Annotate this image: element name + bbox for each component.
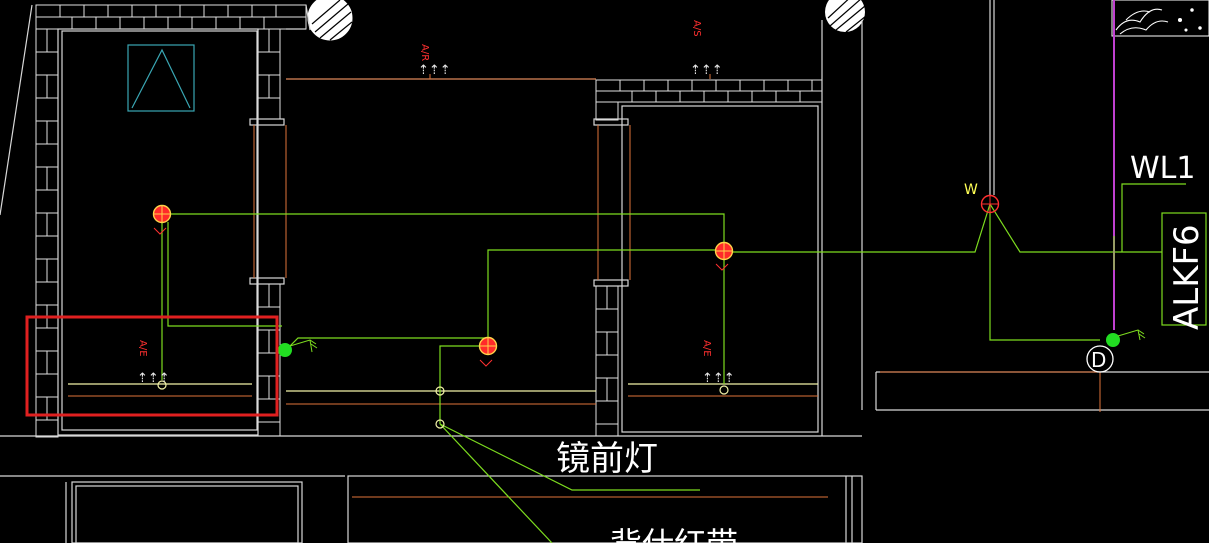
- door-cap-lower-left: [249, 277, 285, 285]
- wiring: [161, 183, 1207, 543]
- svg-text:⇡⇡⇡: ⇡⇡⇡: [418, 63, 451, 78]
- left-room-inner: [61, 30, 258, 431]
- svg-text:⇡⇡⇡: ⇡⇡⇡: [137, 371, 170, 386]
- bottom-mid-room: [347, 475, 863, 543]
- column-round-right: [825, 0, 865, 32]
- socket-icon: ⇡⇡⇡: [702, 371, 735, 386]
- door-cap-upper-left: [249, 118, 285, 126]
- socket-icon: D: [1086, 345, 1114, 373]
- right-room-top-bricks: [596, 80, 822, 102]
- top-wall-bricks: [36, 5, 306, 29]
- socket-label-right: A/E: [701, 340, 712, 357]
- svg-text:⇡⇡⇡: ⇡⇡⇡: [690, 63, 723, 78]
- right-room-inner: [621, 105, 819, 433]
- column-hatch-right: [827, 0, 867, 33]
- ceiling-light-icon: [478, 336, 498, 367]
- svg-text:⇡⇡⇡: ⇡⇡⇡: [702, 371, 735, 386]
- top-socket-drops: [429, 74, 711, 79]
- exhaust-vent-icon: [127, 44, 195, 112]
- junction-points: [157, 380, 729, 429]
- right-room-bricks-lower: [596, 286, 618, 425]
- door-cap-lower-right: [593, 279, 629, 287]
- wall-switch-icon: [1106, 329, 1146, 347]
- socket-label-left: A/E: [137, 340, 148, 357]
- right-room-corner-brick: [595, 101, 619, 121]
- socket-label-top-right: A/S: [691, 20, 702, 37]
- hatched-slab: [1111, 0, 1209, 37]
- ceiling-light-icon: [714, 241, 734, 271]
- panel-label-alkf6: ALKF6: [1167, 224, 1207, 330]
- svg-text:D: D: [1091, 348, 1106, 372]
- bottom-left-room-inner: [75, 485, 299, 543]
- socket-icon: ⇡⇡⇡: [137, 371, 170, 386]
- hatched-slab-pattern: [1115, 8, 1202, 35]
- switch-label-w: W: [964, 182, 978, 198]
- bottom-text-label: 背仕红带: [610, 525, 738, 543]
- ceiling-light-icon: [980, 194, 1000, 214]
- highlight-selection-box[interactable]: [25, 315, 279, 417]
- ceiling-light-icon: [152, 204, 172, 235]
- socket-icon: ⇡⇡⇡: [418, 63, 451, 78]
- door-cap-upper-right: [593, 118, 629, 126]
- left-room-outer: [57, 28, 259, 436]
- mid-left-bricks-upper: [258, 29, 280, 99]
- left-column-bricks: [36, 29, 58, 421]
- socket-icon: ⇡⇡⇡: [690, 63, 723, 78]
- wall-edge-left: [0, 4, 33, 216]
- circuit-label-wl1: WL1: [1130, 151, 1195, 186]
- fixture-lines: [68, 383, 818, 405]
- wall-top-left-edge: [305, 4, 311, 31]
- column-hatch-left: [311, 0, 353, 41]
- socket-label-top-mid: A/R: [419, 44, 430, 61]
- wall-switch-icon: [278, 339, 318, 357]
- mirror-light-label: 镜前灯: [556, 439, 658, 479]
- bottom-left-room: [71, 481, 303, 543]
